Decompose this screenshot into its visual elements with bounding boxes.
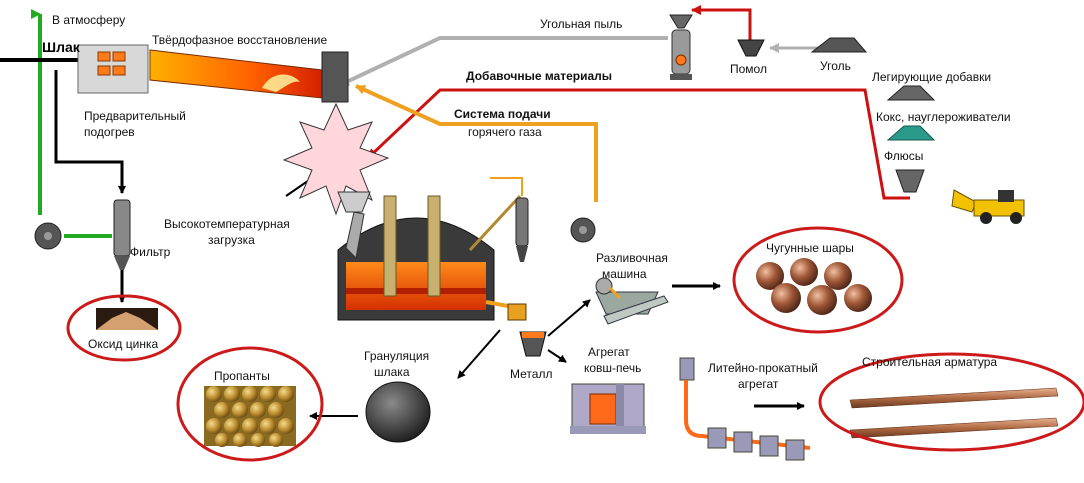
preheat-label-line1: Предварительный [84, 109, 186, 123]
rolling-label-line1: Литейно-прокатный [708, 361, 818, 375]
slag-label: Шлак [42, 39, 81, 55]
coal-pile [810, 37, 868, 53]
pig-balls-group [756, 258, 872, 315]
exhaust-fan [34, 222, 62, 250]
filter-label: Фильтр [130, 245, 171, 259]
granulation-label-line2: шлака [374, 365, 410, 379]
coal-dust-hopper [669, 14, 693, 80]
tap-spout [485, 300, 509, 308]
mill-to-dust-line [691, 5, 752, 40]
kiln-to-filter-line [54, 70, 126, 194]
ladle-label-line2: ковш-печь [584, 361, 641, 375]
proppants-pile [204, 386, 296, 447]
rebar-label: Строительная арматура [862, 355, 997, 369]
coke-label: Кокс, науглероживатели [876, 110, 1011, 124]
preheat-label-line2: подогрев [84, 125, 135, 139]
coal-dust-label: Угольная пыль [540, 17, 622, 31]
cast-rolling-line [679, 357, 811, 461]
hot-gas-lance [468, 194, 522, 252]
mill-icon [737, 39, 765, 57]
rebar-bars [849, 387, 1059, 439]
metal-to-casting-arrow [547, 299, 591, 337]
preheater [77, 44, 149, 94]
gas-burner [515, 197, 529, 262]
casting-machine [595, 277, 669, 325]
gas-burner-line [490, 177, 523, 196]
alloying-pile [886, 85, 936, 101]
granulation-label-line1: Грануляция [364, 349, 429, 363]
zinc-oxide-pile [96, 308, 158, 330]
metal-to-ladle-arrow [547, 349, 567, 363]
ht-load-burst [282, 102, 390, 216]
ht-load-label-line2: загрузка [208, 233, 255, 247]
metal-to-granulation-arrow [457, 329, 501, 379]
coal-dust-line [339, 36, 668, 87]
grinding-label: Помол [730, 62, 767, 76]
slag-granulate [365, 381, 431, 443]
kiln-flame [262, 74, 300, 92]
alloying-label: Легирующие добавки [872, 70, 991, 84]
fluxes-label: Флюсы [884, 149, 923, 163]
additives-label: Добавочные материалы [466, 69, 612, 83]
coal-label: Уголь [820, 59, 851, 73]
rebar-ellipse [818, 352, 1084, 452]
hot-gas-label-line2: горячего газа [468, 125, 542, 139]
zinc-oxide-ellipse [66, 294, 182, 362]
ladle-furnace [570, 383, 646, 434]
ht-load-label-line1: Высокотемпературная [164, 217, 290, 231]
pig-balls-label: Чугунные шары [766, 241, 854, 255]
melting-furnace [337, 191, 495, 321]
rotary-kiln [149, 49, 323, 99]
ladle-label-line1: Агрегат [588, 345, 630, 359]
kiln-chamber [321, 51, 349, 103]
metal-label: Металл [510, 367, 552, 381]
hot-gas-line [355, 84, 598, 202]
casting-label-line2: машина [602, 267, 647, 281]
tundish [507, 303, 527, 321]
solid-phase-label: Твёрдофазное восстановление [152, 33, 328, 47]
loader-icon [951, 189, 1025, 224]
filter-unit [113, 199, 131, 270]
additives-line [366, 88, 910, 200]
rolling-label-line2: агрегат [738, 377, 779, 391]
atmosphere-label: В атмосферу [52, 13, 125, 27]
metal-ladle [519, 331, 547, 357]
zinc-oxide-label: Оксид цинка [88, 337, 158, 351]
proppants-ellipse [176, 346, 324, 462]
pig-balls-ellipse [732, 226, 904, 334]
casting-label-line1: Разливочная [596, 251, 668, 265]
hot-gas-label-line1: Система подачи [454, 107, 551, 121]
flux-hopper [895, 169, 925, 193]
coke-pile [886, 125, 936, 141]
gas-fan [570, 217, 596, 243]
proppants-label: Пропанты [214, 369, 270, 383]
